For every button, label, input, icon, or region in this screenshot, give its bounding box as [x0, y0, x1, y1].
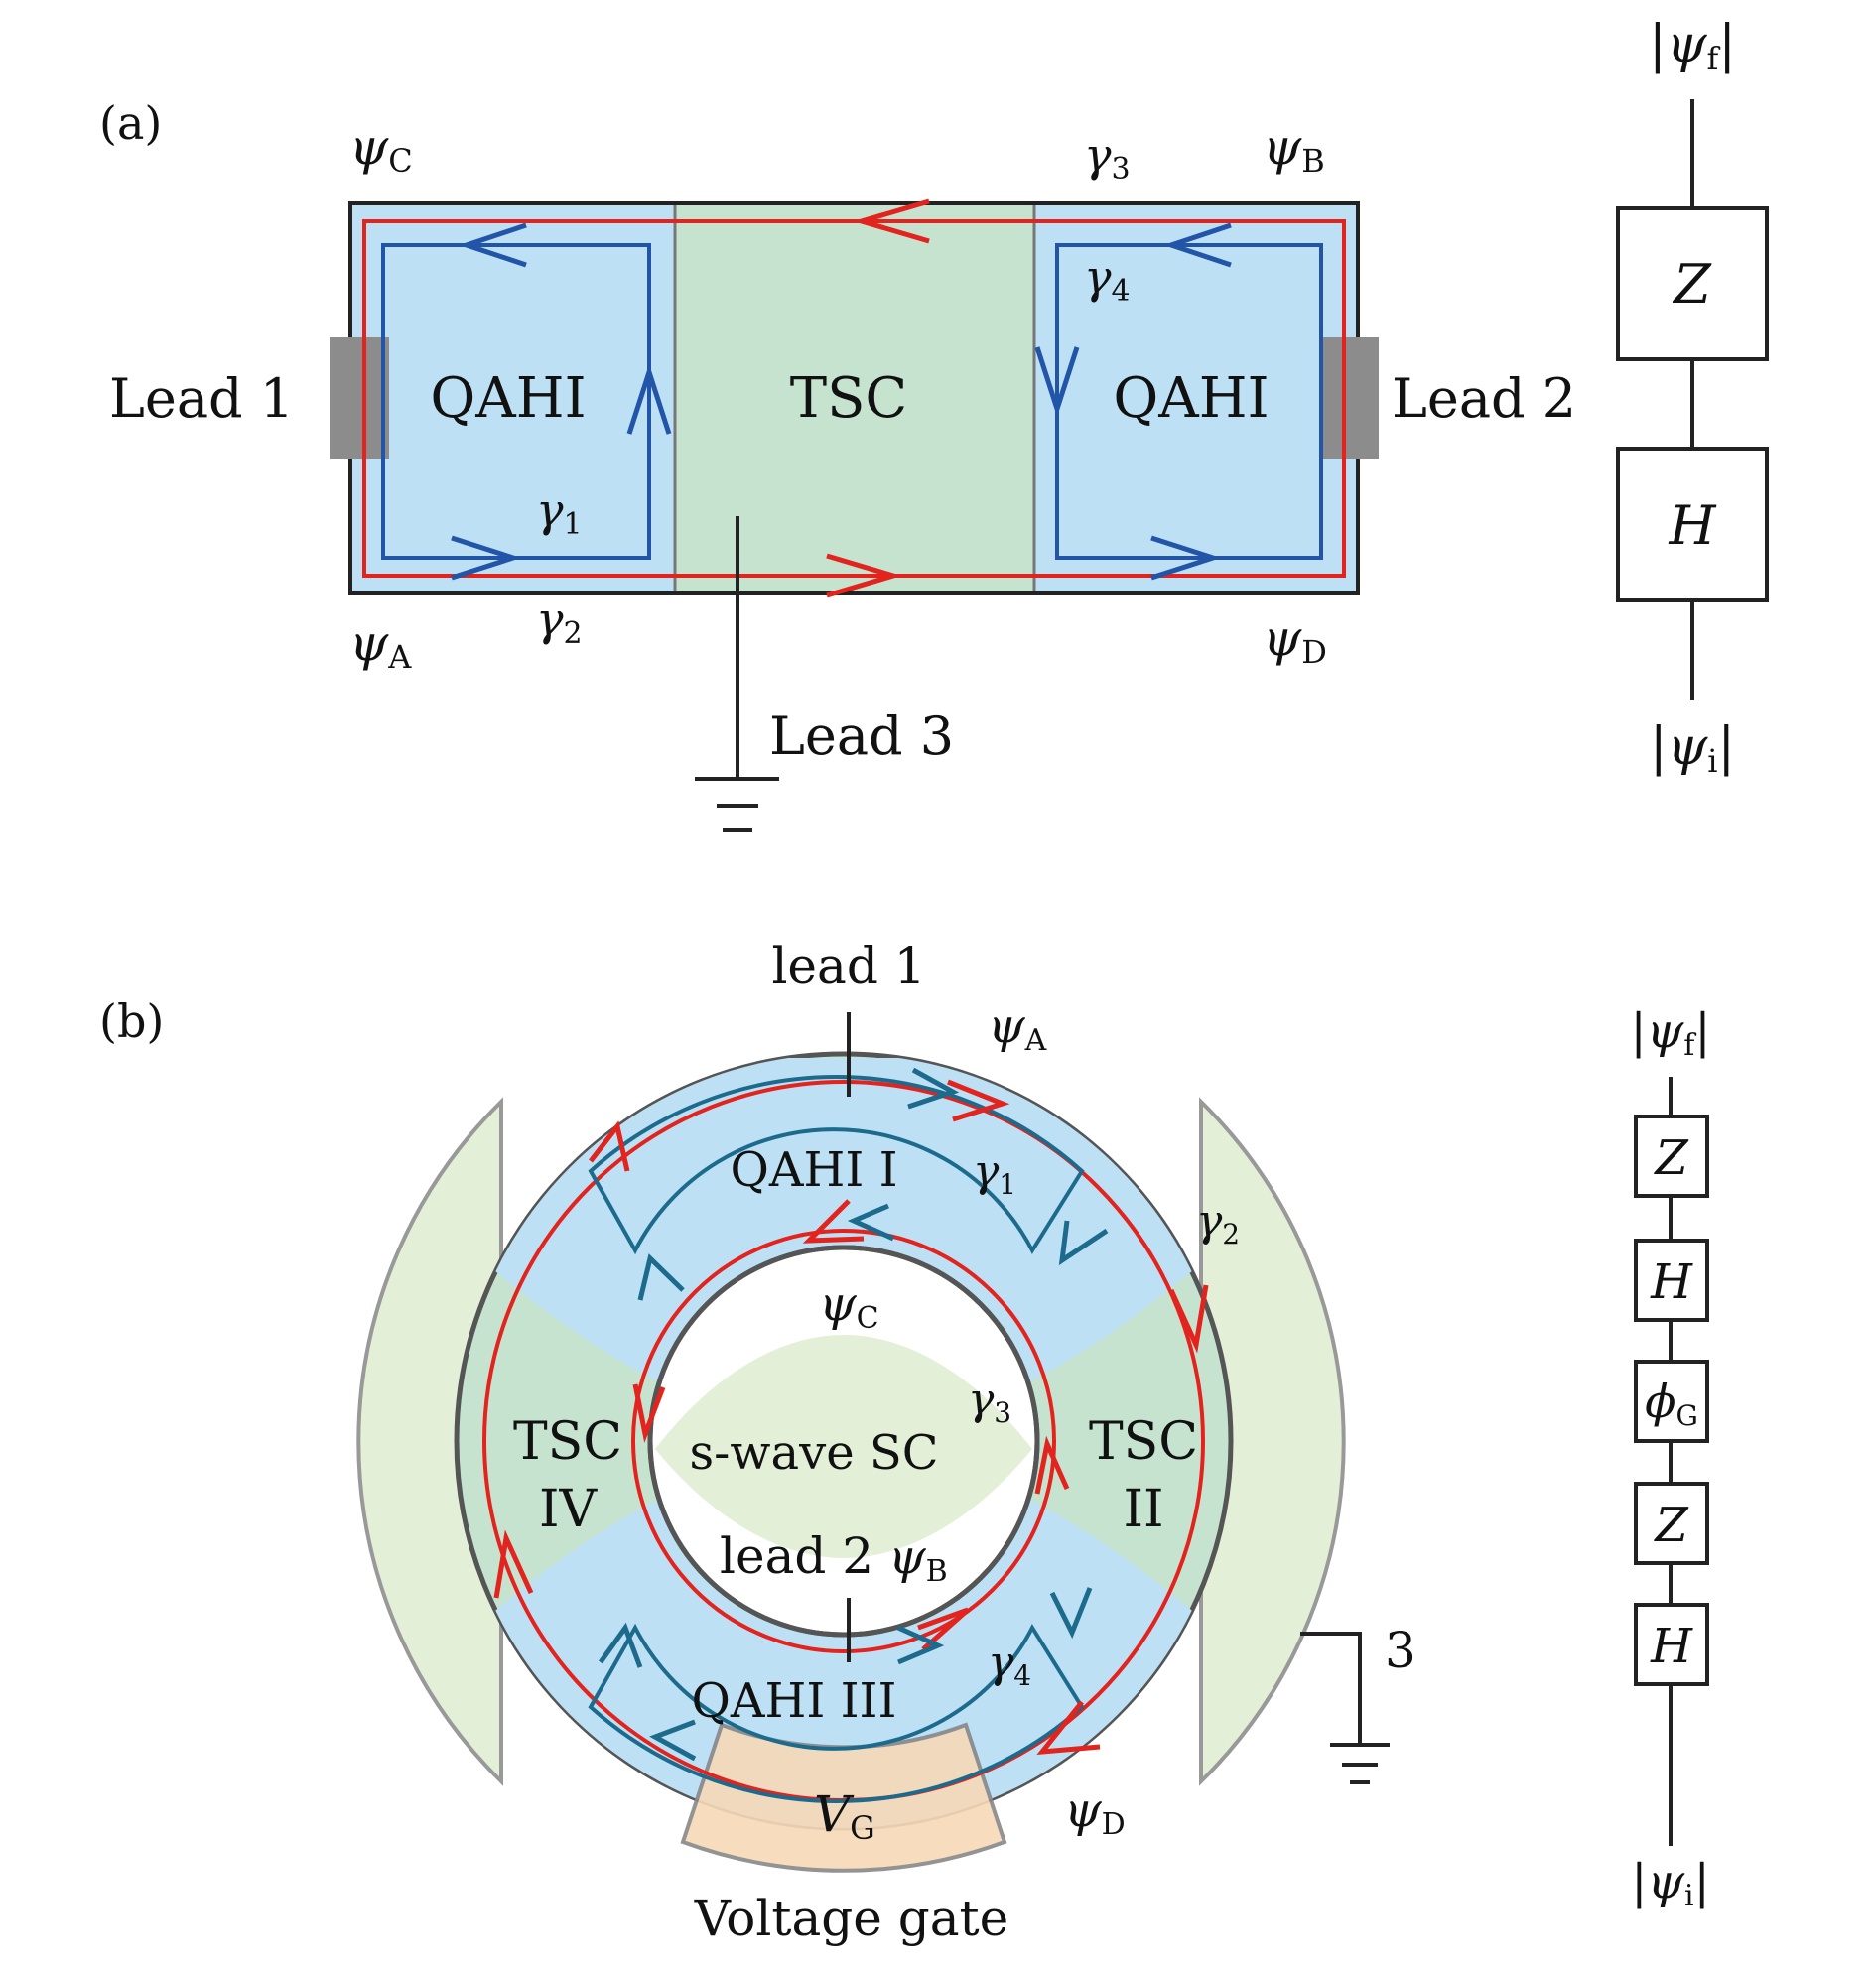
blue-arrow-right-top [1163, 222, 1232, 268]
lead1-pad [330, 337, 389, 459]
circuit-b-gate-z1 [1634, 1115, 1709, 1198]
teal-arrow-6 [896, 1625, 945, 1665]
circuit-a-psi-f: |ψf| [1649, 15, 1736, 77]
tsc4-label-line2: IV [539, 1480, 599, 1539]
gamma2-label: γ2 [536, 592, 583, 651]
panel-b-label: (b) [99, 994, 164, 1048]
voltage-gate-caption: Voltage gate [694, 1890, 1009, 1947]
s-wave-sc-region [655, 1335, 1032, 1558]
wing-right [1199, 1097, 1346, 1786]
lead3-label: Lead 3 [769, 705, 954, 767]
circuit-b-gate-h2 [1634, 1603, 1709, 1686]
lead3-wire-b [1300, 1632, 1362, 1745]
lead2-label: Lead 2 [1392, 367, 1576, 430]
blue-arrow-right-down [1034, 346, 1080, 418]
red-arrow-top [853, 198, 930, 244]
lead2-label-b: lead 2 [720, 1527, 873, 1585]
circuit-b-h2-label: H [1650, 1619, 1693, 1674]
panel-b: (b) [99, 937, 1711, 1947]
lead2-pad [1319, 337, 1379, 459]
gamma4-label: γ4 [1084, 250, 1131, 309]
teal-arrow-8 [649, 1719, 697, 1762]
circuit-b-gate-z2 [1634, 1482, 1709, 1565]
red-arrow-inner-left [632, 1383, 666, 1443]
circuit-b: Z H ϕG Z H |ψf| |ψi| [1630, 1003, 1710, 1913]
psi-b-label: ψB [1263, 118, 1325, 180]
gamma3-label-b: γ3 [968, 1375, 1011, 1429]
tsc-region [675, 203, 1034, 593]
teal-arrow-7 [1049, 1587, 1093, 1640]
teal-loop-qahi3 [588, 1623, 1085, 1803]
lead1-label: Lead 1 [109, 367, 294, 430]
panel-a-label: (a) [99, 96, 162, 150]
red-arrow-left [493, 1529, 534, 1599]
ring-inner-border [647, 1245, 1040, 1638]
circuit-b-z2-label: Z [1653, 1498, 1689, 1553]
qahi3-label: QAHI III [692, 1673, 897, 1729]
circuit-b-gate-phi [1634, 1360, 1709, 1443]
blue-arrow-left-bottom [451, 535, 522, 581]
tsc2-label-line2: II [1123, 1480, 1163, 1539]
red-arrow-bottom [826, 553, 902, 598]
teal-arrow-1 [907, 1067, 960, 1110]
circuit-b-h1-label: H [1650, 1254, 1693, 1310]
qahi-right-label: QAHI [1113, 366, 1269, 431]
circuit-a-z-label: Z [1672, 253, 1712, 316]
teal-arrow-3 [847, 1203, 895, 1242]
qahi1-label: QAHI I [730, 1142, 897, 1198]
tsc2-label-line1: TSC [1089, 1412, 1198, 1472]
blue-arrow-left-up [626, 363, 672, 435]
panel-a: (a) QAHI TSC QAHI Lead 1 Lead 2 [99, 15, 1769, 832]
circuit-b-psi-f: |ψf| [1630, 1003, 1710, 1063]
red-arrow-right [1168, 1284, 1209, 1354]
circuit-a-h-label: H [1668, 494, 1716, 557]
gamma1-label: γ1 [536, 483, 583, 542]
tsc-label: TSC [790, 366, 908, 431]
teal-loop-qahi1 [588, 1075, 1085, 1255]
qahi-left-label: QAHI [430, 366, 586, 431]
psi-c-label-b: ψC [819, 1276, 879, 1336]
circuit-a-psi-i: |ψi| [1650, 718, 1735, 780]
gamma4-label-b: γ4 [988, 1638, 1031, 1692]
vg-label: VG [814, 1785, 875, 1847]
psi-a-label: ψA [349, 614, 412, 676]
lead3-label-b: 3 [1385, 1622, 1416, 1679]
psi-a-label-b: ψA [988, 998, 1047, 1058]
red-arrow-inner-right [1034, 1435, 1070, 1495]
psi-b-label-b: ψB [888, 1529, 948, 1589]
red-arrow-inner-top [802, 1199, 865, 1244]
red-arrow-bottom-right [1036, 1700, 1101, 1755]
red-arrow-inner-bottom [917, 1607, 970, 1651]
tsc4-label-line1: TSC [513, 1412, 622, 1472]
wing-left [356, 1097, 503, 1786]
lead1-label-b: lead 1 [771, 937, 925, 994]
circuit-a-gate-z [1616, 206, 1769, 361]
red-arrow-top-left [589, 1120, 630, 1172]
s-wave-sc-label: s-wave SC [690, 1425, 939, 1481]
gamma2-label-b: γ2 [1196, 1196, 1240, 1250]
gamma3-label: γ3 [1084, 128, 1131, 187]
psi-d-label: ψD [1263, 609, 1327, 671]
red-arrow-top-right [947, 1079, 1010, 1122]
gamma1-label-b: γ1 [973, 1146, 1016, 1201]
circuit-a: Z H |ψf| |ψi| [1616, 15, 1769, 780]
circuit-b-gate-h1 [1634, 1239, 1709, 1322]
blue-arrow-left-top [459, 222, 527, 268]
psi-d-label-b: ψD [1064, 1782, 1126, 1842]
circuit-b-z1-label: Z [1653, 1130, 1689, 1186]
psi-c-label: ψC [349, 118, 413, 180]
blue-arrow-right-bottom [1150, 535, 1222, 581]
circuit-b-psi-i: |ψi| [1631, 1854, 1710, 1913]
circuit-b-phi-label: ϕG [1645, 1375, 1698, 1432]
teal-arrow-5 [598, 1622, 643, 1668]
teal-arrow-4 [637, 1253, 685, 1301]
teal-arrow-2 [1058, 1220, 1109, 1266]
red-edge-inner-circle [631, 1229, 1056, 1653]
